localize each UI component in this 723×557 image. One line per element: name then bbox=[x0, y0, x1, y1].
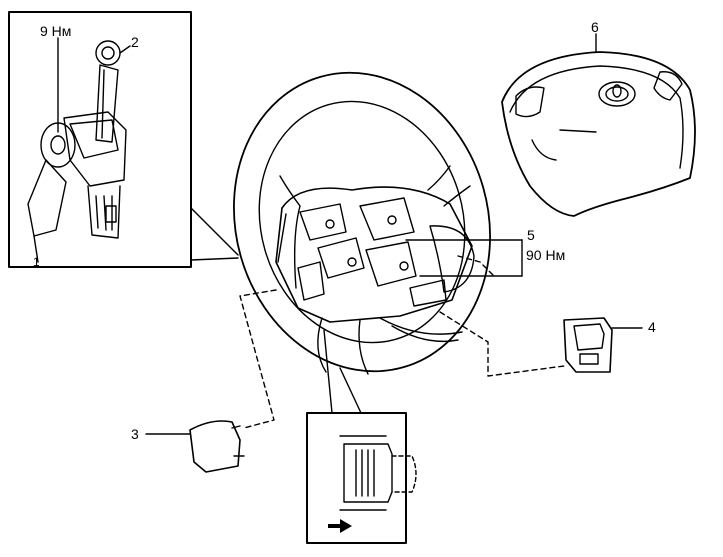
clock-spring-inset bbox=[8, 11, 239, 268]
assembly-dashed-guides bbox=[239, 255, 565, 429]
steering-pad-switch-right bbox=[563, 317, 643, 373]
callout-part-2: 2 bbox=[131, 34, 139, 50]
callout-part-1: 1 bbox=[33, 255, 40, 269]
steering-wheel bbox=[233, 71, 491, 375]
airbag-module bbox=[501, 51, 696, 217]
torque-label-clock-spring: 9 Нм bbox=[40, 23, 72, 39]
torque-label-steering-nut: 90 Нм bbox=[526, 247, 566, 263]
callout-part-6: 6 bbox=[591, 19, 599, 35]
callout-part-5: 5 bbox=[527, 227, 535, 243]
connector-release-inset bbox=[306, 329, 417, 544]
callout-part-3: 3 bbox=[131, 426, 139, 442]
steering-nut-leader bbox=[405, 239, 523, 277]
callout-part-4: 4 bbox=[648, 319, 656, 335]
release-direction-arrow-icon bbox=[328, 519, 352, 533]
lower-cover-left bbox=[145, 420, 245, 473]
